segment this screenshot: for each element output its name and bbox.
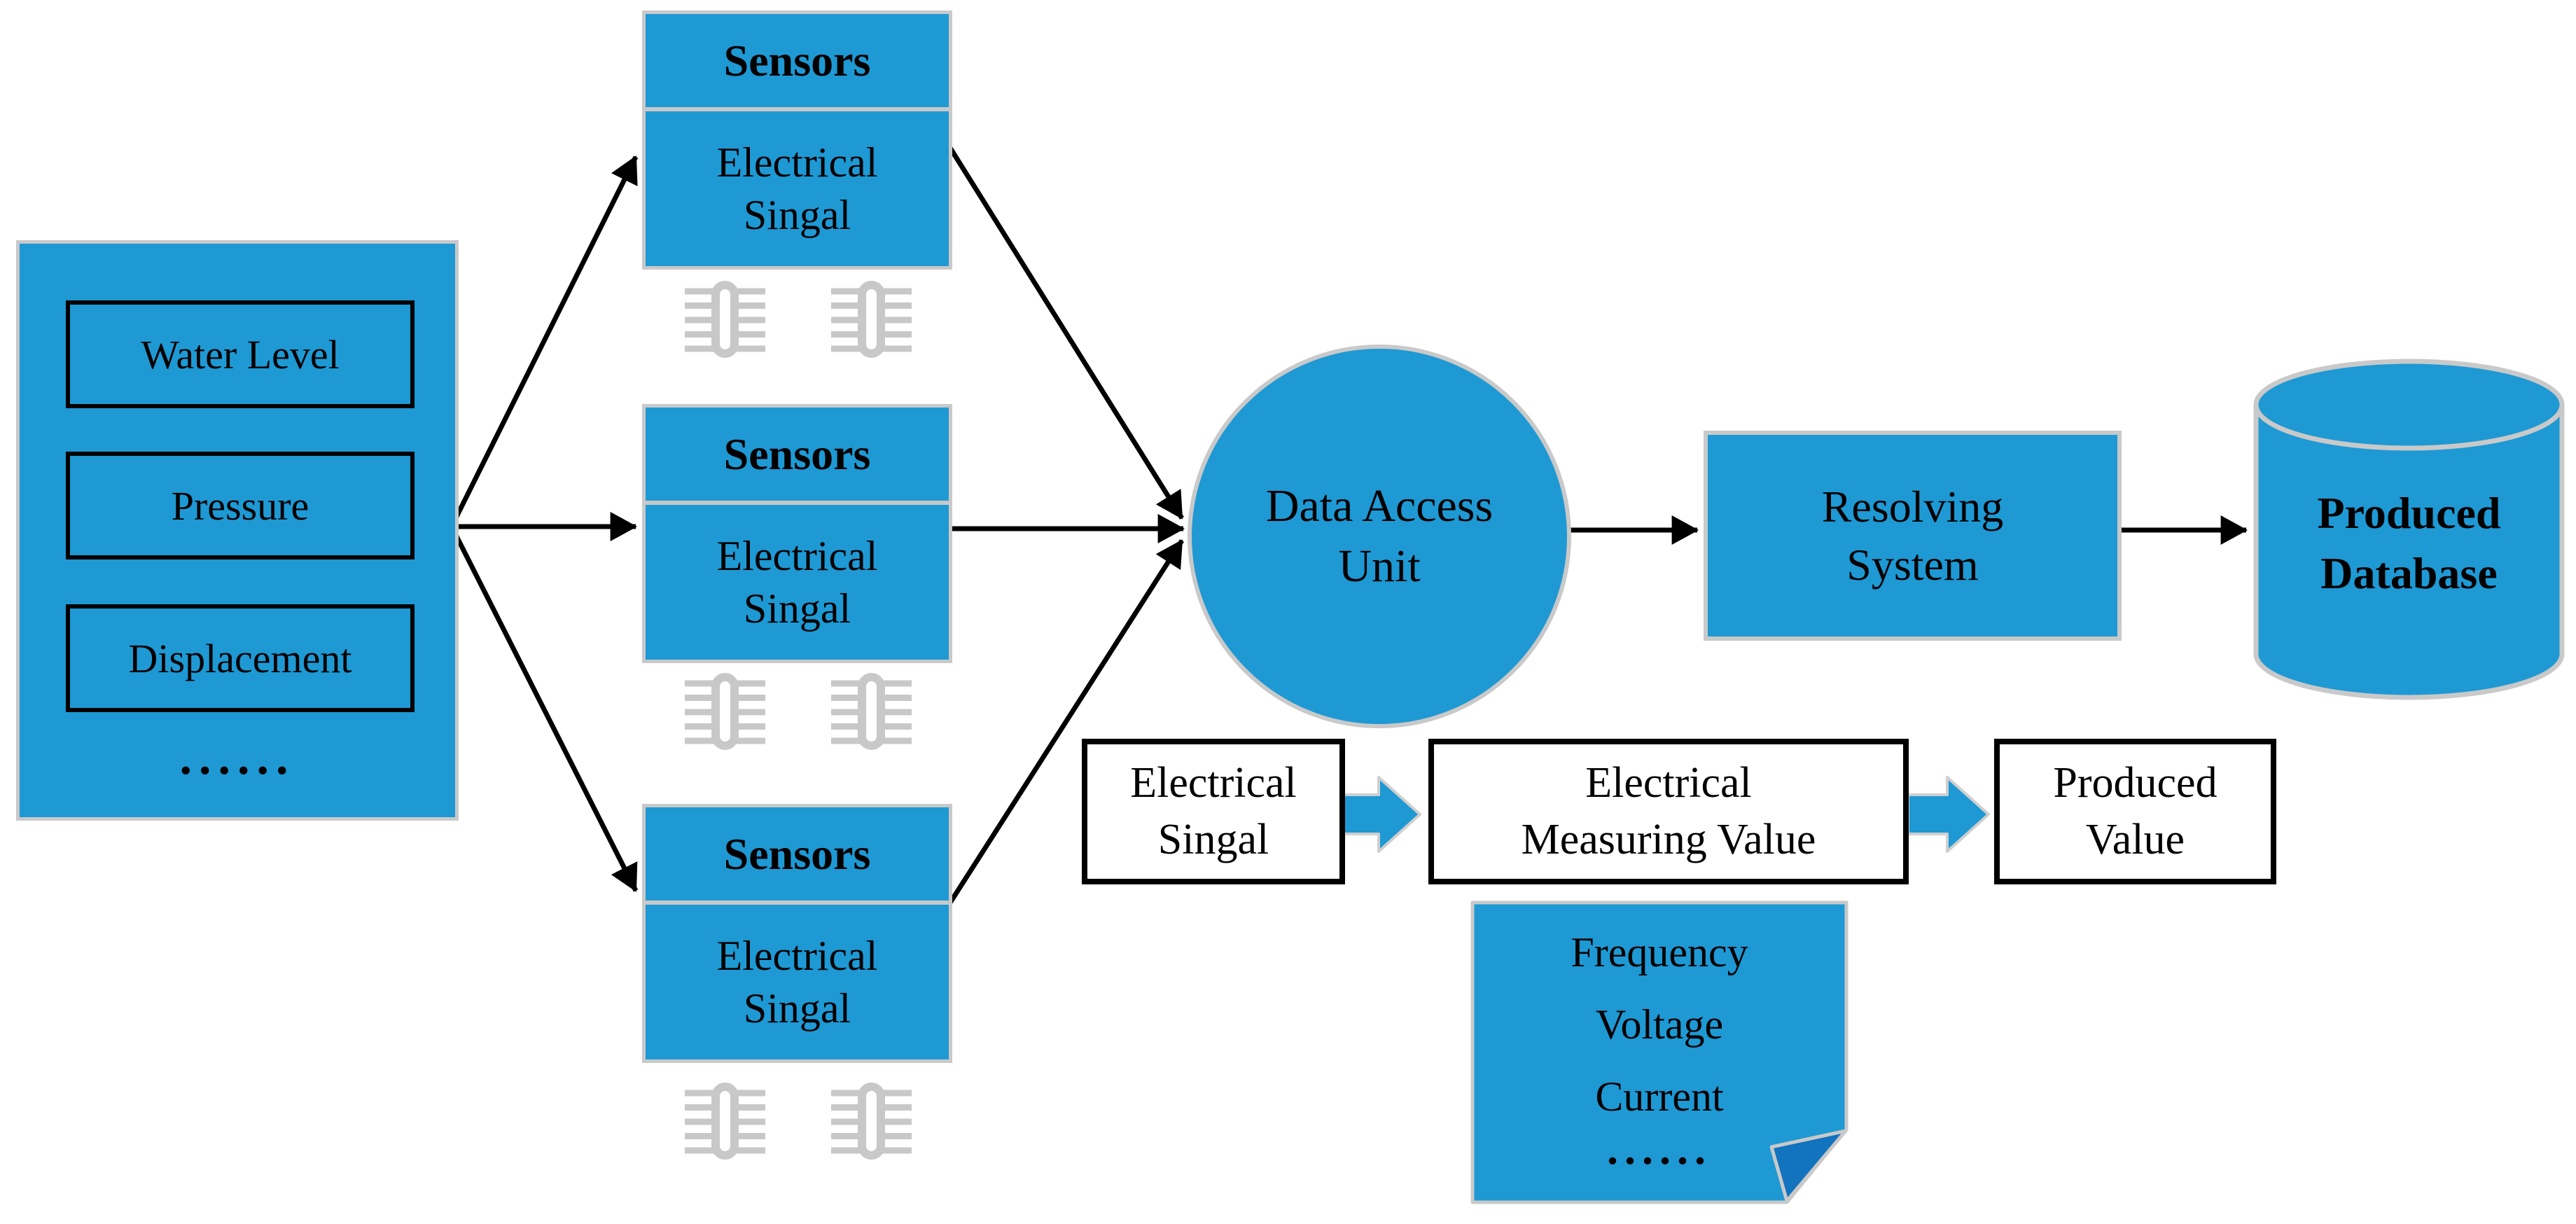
dau-line-1: Data Access <box>1265 480 1494 532</box>
chip-pins-left <box>685 680 714 744</box>
signal-line-2: Singal <box>743 985 851 1031</box>
chip-pins-left <box>831 680 861 744</box>
sensor-title: Sensors <box>646 14 949 111</box>
chip-body <box>711 1083 739 1160</box>
note-line-frequency: Frequency <box>1571 929 1748 975</box>
chip-pins-left <box>831 288 861 352</box>
chip-body <box>711 673 739 750</box>
dau-line-2: Unit <box>1338 541 1421 592</box>
chip-pins-right <box>736 288 765 352</box>
chip-pins-right <box>882 1090 912 1154</box>
sensor-title: Sensors <box>646 408 949 505</box>
arrow-source-to-sensor-top <box>449 155 639 528</box>
chip-pins-left <box>831 1090 861 1154</box>
parameter-box-water-level: Water Level <box>66 300 415 408</box>
chip-icon <box>831 1083 912 1160</box>
flow2-line-1: Electrical <box>1585 759 1752 807</box>
parameter-label: Pressure <box>171 482 309 529</box>
note-sticky: Frequency Voltage Current ...... <box>1470 900 1849 1206</box>
chip-pins-left <box>685 1090 714 1154</box>
chip-body <box>858 281 885 358</box>
blue-block-arrow-2 <box>1907 776 1990 853</box>
signal-line-1: Electrical <box>716 932 878 979</box>
cylinder-top <box>2253 359 2565 451</box>
chip-body <box>711 281 739 358</box>
note-fold-triangle <box>1769 1129 1848 1203</box>
database-line-2: Database <box>2320 548 2498 598</box>
chip-icon <box>685 281 765 358</box>
cylinder-body <box>2253 405 2565 700</box>
flow3-line-2: Value <box>2085 816 2185 863</box>
chip-pins-right <box>736 1090 765 1154</box>
flow2-line-2: Measuring Value <box>1521 816 1816 863</box>
chip-icon <box>831 281 912 358</box>
signal-line-2: Singal <box>743 585 851 632</box>
chip-pins-right <box>736 680 765 744</box>
sensor-title: Sensors <box>646 807 949 905</box>
chip-icon <box>685 673 765 750</box>
flow3-line-1: Produced <box>2053 759 2218 807</box>
chip-pins-right <box>882 288 912 352</box>
blue-block-arrow-1 <box>1338 776 1421 853</box>
resolving-line-2: System <box>1846 540 1979 590</box>
note-shape <box>1470 900 1849 1204</box>
signal-line-1: Electrical <box>716 532 878 579</box>
note-line-current: Current <box>1595 1073 1724 1120</box>
arrow-source-to-sensor-bottom <box>449 525 639 892</box>
chip-body <box>858 1083 885 1160</box>
chip-icon <box>685 1083 765 1160</box>
database-line-1: Produced <box>2317 487 2501 538</box>
database-cylinder-shape <box>2253 359 2565 700</box>
arrow-sensor-top-to-dau <box>943 139 1184 520</box>
flow1-line-2: Singal <box>1157 816 1269 863</box>
signal-line-2: Singal <box>743 191 851 238</box>
source-parameters-panel: Water Level Pressure Displacement ...... <box>16 240 459 821</box>
resolving-line-1: Resolving <box>1821 481 2004 531</box>
parameter-label: Water Level <box>141 331 340 377</box>
parameter-box-displacement: Displacement <box>66 604 415 712</box>
source-ellipsis: ...... <box>179 731 295 785</box>
parameter-box-pressure: Pressure <box>66 452 415 559</box>
parameter-label: Displacement <box>128 635 352 681</box>
note-line-voltage: Voltage <box>1595 1001 1724 1048</box>
flow1-line-1: Electrical <box>1130 759 1297 807</box>
chip-body <box>858 673 885 750</box>
chip-pins-left <box>685 288 714 352</box>
note-line-ellipsis: ...... <box>1607 1124 1712 1174</box>
chip-icon <box>831 673 912 750</box>
chip-pins-right <box>882 680 912 744</box>
signal-line-1: Electrical <box>716 139 878 186</box>
